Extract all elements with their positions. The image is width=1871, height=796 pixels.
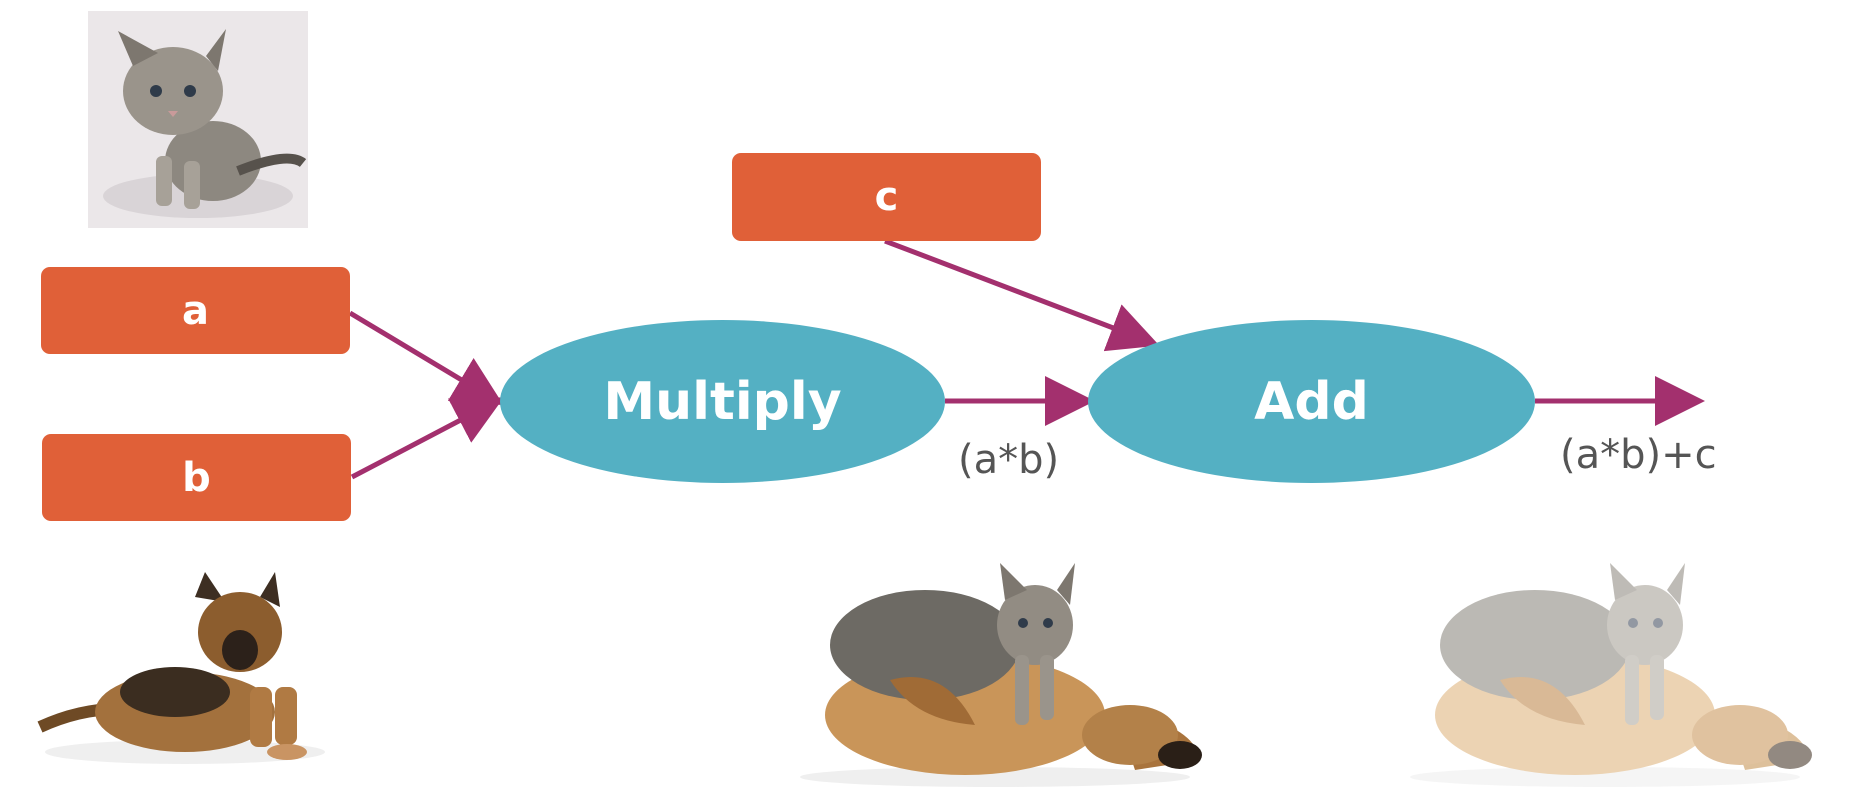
add-label: Add [1254,371,1369,432]
input-b-label: b [182,454,211,501]
input-box-c: c [732,153,1041,241]
kitten-photo [88,11,308,228]
input-box-b: b [42,434,351,521]
result-photo [1405,555,1815,790]
product-output-label: (a*b) [958,437,1060,483]
product-photo [795,555,1205,790]
arrow-a-to-multiply [348,310,504,406]
arrow-c-to-add [884,238,1160,352]
arrow-b-to-multiply [350,397,504,480]
result-output-label: (a*b)+c [1560,432,1717,478]
dog-photo [35,572,330,767]
input-a-label: a [182,287,209,334]
add-node: Add [1088,320,1535,483]
multiply-node: Multiply [500,320,945,483]
multiply-label: Multiply [603,371,842,432]
input-c-label: c [874,174,899,220]
input-box-a: a [41,267,350,354]
